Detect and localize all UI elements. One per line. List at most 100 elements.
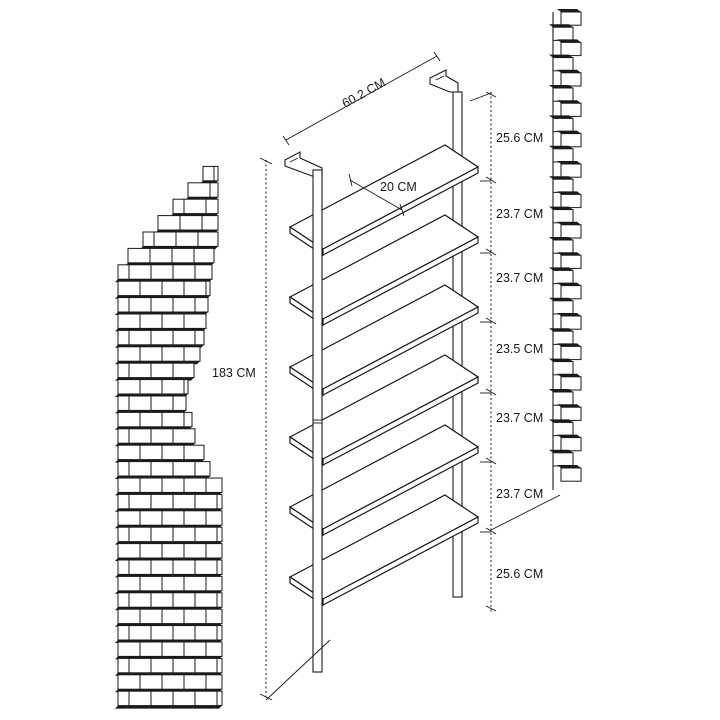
brick-shadow <box>557 404 581 408</box>
brick <box>150 329 174 346</box>
brick <box>560 406 582 421</box>
spacing-label-1: 25.6 CM <box>496 131 543 145</box>
brick <box>560 345 582 361</box>
brick <box>161 444 185 461</box>
brick-shadow <box>557 39 581 43</box>
brick <box>128 362 152 379</box>
brick <box>552 209 574 224</box>
brick <box>183 198 207 215</box>
brick <box>117 428 130 444</box>
brick <box>150 657 174 674</box>
brick <box>139 411 163 428</box>
brick <box>216 559 223 575</box>
top-wall-bracket-right <box>429 69 459 93</box>
brick <box>171 247 195 264</box>
brick <box>183 510 207 526</box>
brick <box>172 657 196 674</box>
brick <box>117 674 141 690</box>
brick <box>552 26 574 41</box>
brick <box>128 690 152 707</box>
brick <box>153 231 177 247</box>
brick <box>194 592 218 608</box>
brick <box>117 411 141 428</box>
brick-shadow <box>549 24 573 28</box>
spacing-tick-marks <box>480 176 497 535</box>
brick <box>161 346 185 362</box>
brick <box>172 461 196 477</box>
brick-shadow <box>126 705 151 709</box>
brick <box>193 247 215 264</box>
brick <box>201 215 219 231</box>
brick <box>194 559 218 575</box>
brick <box>117 444 141 461</box>
brick <box>194 461 211 477</box>
tick-mark <box>485 248 497 256</box>
brick <box>117 543 141 559</box>
brick <box>117 510 141 526</box>
brick <box>128 264 152 280</box>
brick <box>117 280 141 297</box>
brick-shadow <box>214 705 222 709</box>
brick <box>205 543 223 559</box>
brick <box>172 264 196 280</box>
brick-shadow <box>115 705 129 709</box>
brick <box>183 608 207 625</box>
tick-mark <box>485 527 497 535</box>
brick <box>128 657 152 674</box>
brick <box>117 690 130 707</box>
brick-shadow <box>557 252 581 256</box>
brick <box>161 411 185 428</box>
brick <box>161 575 185 592</box>
brick <box>117 641 141 657</box>
brick <box>552 361 574 376</box>
brick <box>172 625 196 641</box>
brick-shadow <box>549 297 573 301</box>
brick <box>183 379 189 395</box>
brick <box>172 198 185 215</box>
brick <box>194 690 218 707</box>
brick-shadow <box>549 449 573 453</box>
brick <box>150 362 174 379</box>
brick <box>560 133 582 148</box>
brick-shadow <box>170 705 195 709</box>
brick <box>552 239 574 254</box>
brick-shadow <box>549 206 573 210</box>
brick <box>127 247 151 264</box>
brick <box>128 493 152 510</box>
brick <box>183 280 207 297</box>
brick <box>179 215 203 231</box>
brick <box>139 510 163 526</box>
brick <box>172 493 196 510</box>
brick <box>117 346 141 362</box>
brick <box>117 395 130 411</box>
brick <box>216 493 223 510</box>
brick <box>150 625 174 641</box>
brick <box>197 231 219 247</box>
brick-shadow <box>549 145 573 149</box>
brick <box>172 559 196 575</box>
brick <box>117 608 141 625</box>
brick <box>209 182 219 198</box>
brick <box>183 477 207 493</box>
brick <box>194 329 205 346</box>
brick <box>172 690 196 707</box>
brick <box>117 559 130 575</box>
brick <box>213 165 219 182</box>
brick <box>183 641 207 657</box>
brick <box>194 625 218 641</box>
brick <box>128 297 152 313</box>
brick <box>560 376 582 391</box>
brick <box>161 674 185 690</box>
brick <box>194 493 218 510</box>
brick-shadow <box>549 267 573 271</box>
brick <box>183 575 207 592</box>
brick <box>172 428 196 444</box>
brick <box>139 313 163 329</box>
spacing-label-7: 25.6 CM <box>496 567 543 581</box>
brick-shadow <box>557 191 581 195</box>
brick <box>139 543 163 559</box>
brick <box>139 674 163 690</box>
brick-shadow <box>557 221 581 225</box>
brick <box>161 313 185 329</box>
